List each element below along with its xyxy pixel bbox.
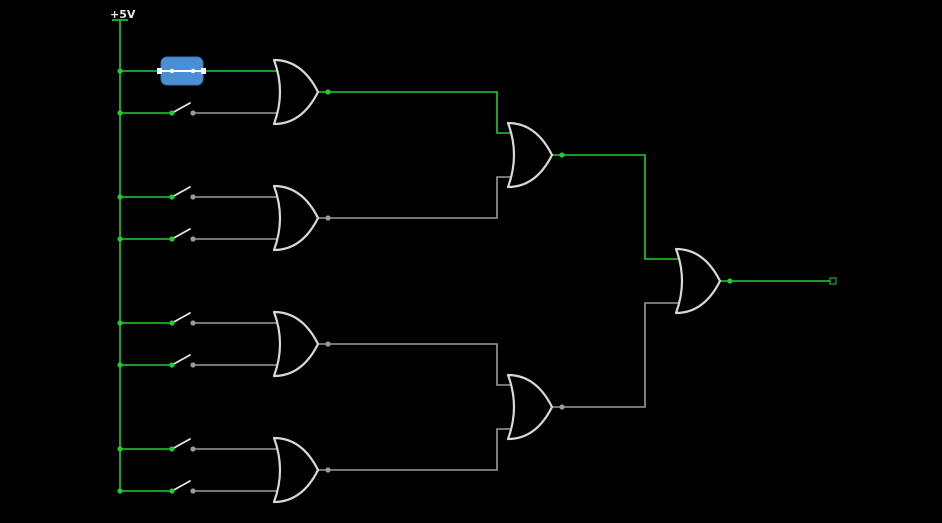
switch-contact bbox=[190, 362, 196, 368]
or-gate-7 bbox=[674, 247, 722, 315]
gate-output-pin-1 bbox=[325, 89, 331, 95]
gate-output-pin-3 bbox=[325, 341, 331, 347]
switch-pivot bbox=[169, 362, 175, 368]
junction-dots-layer bbox=[117, 68, 733, 494]
rail-junction-7 bbox=[117, 446, 123, 452]
push-button[interactable] bbox=[157, 56, 206, 86]
rail-junction-3 bbox=[117, 194, 123, 200]
rail-junction-6 bbox=[117, 362, 123, 368]
toggle-switch-3[interactable] bbox=[169, 186, 196, 200]
toggle-switch-8[interactable] bbox=[169, 480, 196, 494]
switch-pivot bbox=[169, 488, 175, 494]
toggle-switch-2[interactable] bbox=[169, 102, 196, 116]
switch-blade[interactable] bbox=[171, 438, 191, 450]
switch-contact bbox=[190, 110, 196, 116]
switch-contact bbox=[190, 446, 196, 452]
gate-output-pin-4 bbox=[325, 467, 331, 473]
switch-pivot bbox=[169, 194, 175, 200]
switch-blade[interactable] bbox=[171, 186, 191, 198]
toggle-switch-4[interactable] bbox=[169, 228, 196, 242]
rail-junction-5 bbox=[117, 320, 123, 326]
or-gate-6 bbox=[506, 373, 554, 441]
switch-blade[interactable] bbox=[171, 102, 191, 114]
switch-blade[interactable] bbox=[171, 312, 191, 324]
switch-blade[interactable] bbox=[171, 480, 191, 492]
rail-junction-1 bbox=[117, 68, 123, 74]
or-gate-2 bbox=[272, 184, 320, 252]
switch-contact bbox=[190, 236, 196, 242]
switch-pivot bbox=[169, 236, 175, 242]
wires-layer bbox=[112, 19, 830, 492]
stage1-output-wire-2 bbox=[318, 176, 514, 219]
gates-layer bbox=[272, 58, 722, 504]
rail-junction-2 bbox=[117, 110, 123, 116]
stage1-output-wire-3 bbox=[318, 343, 514, 386]
push-button-pin-right bbox=[201, 68, 206, 74]
switch-contact bbox=[190, 488, 196, 494]
stage1-output-wire-4 bbox=[318, 428, 514, 471]
gate-output-pin-5 bbox=[559, 152, 565, 158]
or-gate-3 bbox=[272, 310, 320, 378]
inputs-layer bbox=[157, 56, 206, 494]
or-gate-4 bbox=[272, 436, 320, 504]
gate-output-pin-7 bbox=[727, 278, 733, 284]
switch-blade[interactable] bbox=[171, 354, 191, 366]
toggle-switch-6[interactable] bbox=[169, 354, 196, 368]
gate-output-pin-2 bbox=[325, 215, 331, 221]
switch-contact bbox=[190, 194, 196, 200]
output-probe[interactable] bbox=[829, 277, 837, 285]
rail-junction-8 bbox=[117, 488, 123, 494]
switch-pivot bbox=[169, 320, 175, 326]
stage2-output-wire-1 bbox=[552, 154, 682, 260]
rail-junction-4 bbox=[117, 236, 123, 242]
stage1-output-wire-1 bbox=[318, 91, 514, 134]
push-button-pin-left bbox=[157, 68, 162, 74]
switch-pivot bbox=[169, 110, 175, 116]
toggle-switch-7[interactable] bbox=[169, 438, 196, 452]
gate-output-pin-6 bbox=[559, 404, 565, 410]
supply-label: +5V bbox=[110, 8, 136, 21]
switch-blade[interactable] bbox=[171, 228, 191, 240]
stage2-output-wire-2 bbox=[552, 302, 682, 408]
switch-pivot bbox=[169, 446, 175, 452]
or-gate-5 bbox=[506, 121, 554, 189]
push-button-node-right bbox=[190, 68, 196, 74]
switch-contact bbox=[190, 320, 196, 326]
push-button-node-left bbox=[169, 68, 175, 74]
or-gate-1 bbox=[272, 58, 320, 126]
toggle-switch-5[interactable] bbox=[169, 312, 196, 326]
